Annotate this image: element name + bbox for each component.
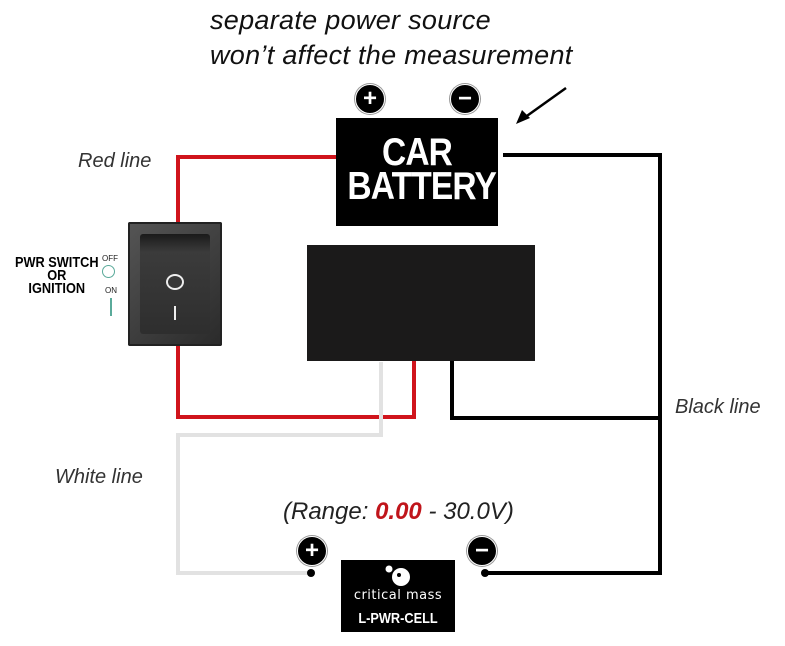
range-low-value: 0.00 xyxy=(375,498,422,525)
voltmeter-display xyxy=(307,245,535,361)
switch-on-mark-icon xyxy=(174,306,176,320)
car-battery: CAR BATTERY xyxy=(336,118,498,226)
negative-terminal-dot xyxy=(481,569,489,577)
black-line-label: Black line xyxy=(675,396,761,418)
positive-terminal-dot xyxy=(307,569,315,577)
device-brand: critical mass xyxy=(353,588,443,603)
note-line-2: won’t affect the measurement xyxy=(210,40,573,70)
range-suffix: - 30.0V) xyxy=(421,498,514,525)
white-line-label: White line xyxy=(55,466,143,488)
battery-negative-terminal-icon: − xyxy=(450,84,480,114)
black-wire-main xyxy=(485,153,662,575)
black-wire-display xyxy=(450,361,660,420)
on-label: ON xyxy=(105,286,117,295)
rocker-switch-face xyxy=(140,234,210,334)
power-switch-label-line-2: OR xyxy=(47,267,67,284)
red-wire-top xyxy=(176,155,336,222)
range-prefix: (Range: xyxy=(283,498,376,525)
device-negative-terminal-icon: − xyxy=(467,536,497,566)
device-model: L-PWR-CELL xyxy=(358,610,438,627)
range-text: (Range: 0.00 - 30.0V) xyxy=(283,498,514,526)
off-label: OFF xyxy=(102,254,118,263)
device-positive-terminal-icon: + xyxy=(297,536,327,566)
battery-label-line-2: BATTERY xyxy=(347,165,496,208)
switch-off-mark-icon xyxy=(166,274,184,290)
off-symbol-icon xyxy=(102,265,115,278)
note-line-1: separate power source xyxy=(210,5,491,35)
white-wire xyxy=(176,362,383,575)
battery-positive-terminal-icon: + xyxy=(355,84,385,114)
device-logo: critical mass L-PWR-CELL xyxy=(341,560,455,632)
rocker-switch[interactable] xyxy=(128,222,222,346)
power-switch-label: PWR SWITCH OR IGNITION xyxy=(10,254,104,297)
on-symbol-icon xyxy=(110,298,112,316)
red-wire-bottom xyxy=(176,346,416,419)
arrow-icon xyxy=(516,86,567,124)
power-switch-label-line-3: IGNITION xyxy=(28,280,86,297)
red-line-label: Red line xyxy=(78,150,152,172)
critical-mass-logo-icon xyxy=(385,565,410,586)
battery-label-line-1: CAR xyxy=(381,131,453,174)
power-switch-label-line-1: PWR SWITCH xyxy=(14,254,99,271)
